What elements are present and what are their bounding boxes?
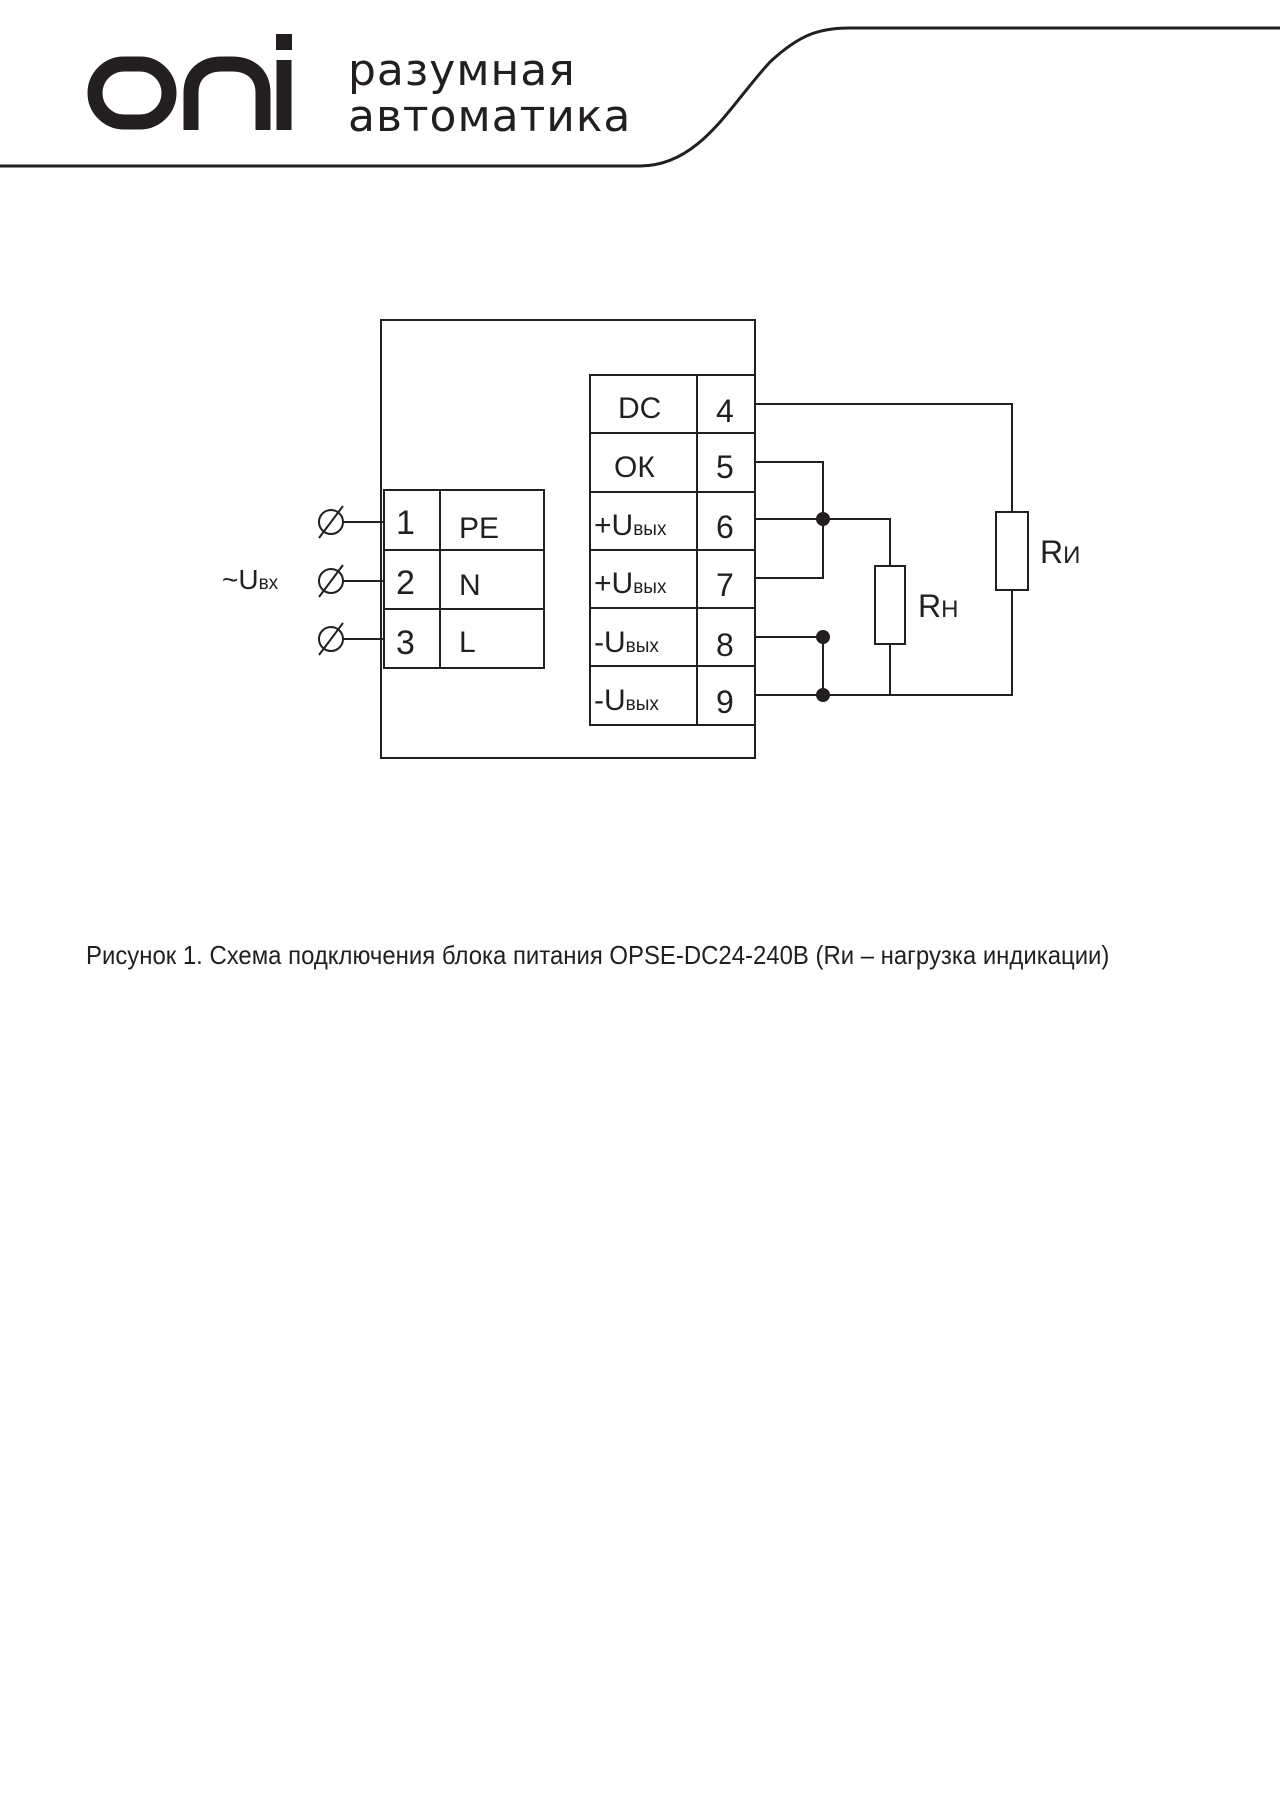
logo-tagline: разумная автоматика [348,48,631,140]
output-terminal-num-7: 7 [716,567,734,603]
input-terminal-symbol-2 [318,568,344,594]
input-terminal-name-2: N [459,569,481,602]
wire-ri-bottom [823,590,1013,696]
tagline-line2: автоматика [348,91,632,142]
header-swoosh-line [0,26,1280,168]
logo-i-dot [276,34,292,50]
output-terminal-num-9: 9 [716,684,734,720]
input-terminal-symbol-1 [318,509,344,535]
device-housing [380,319,756,759]
wiring-diagram-svg: ~Uвх 1 PE 2 N 3 L DC 4 ОК 5 +Uвых 6 +Uвы… [222,319,1080,759]
logo-o-shape [87,56,177,130]
wire-plus-to-rh [755,518,891,566]
figure-caption: Рисунок 1. Схема подключения блока питан… [86,940,1110,970]
logo [87,56,292,130]
input-terminal-symbol-3 [318,626,344,652]
output-terminal-num-6: 6 [716,509,734,545]
resistor-ri [995,511,1029,591]
input-terminal-name-3: L [459,626,476,659]
output-terminal-name-4: DC [618,392,661,425]
output-terminal-num-4: 4 [716,393,734,429]
output-terminal-name-9: -Uвых [594,684,659,717]
output-terminal-name-7: +Uвых [594,567,667,600]
output-terminal-name-8: -Uвых [594,626,659,659]
input-terminal-name-1: PE [459,512,499,545]
output-terminal-name-5: ОК [614,451,655,484]
wiring-diagram: ~Uвх 1 PE 2 N 3 L DC 4 ОК 5 +Uвых 6 +Uвы… [0,300,1280,780]
wire-dc-to-ri [755,403,1013,512]
junction-dot-9 [816,688,830,702]
junction-dot-6 [816,512,830,526]
input-terminal-num-2: 2 [396,564,415,602]
output-terminal-num-8: 8 [716,627,734,663]
input-terminal-block [383,489,545,669]
header: oni разумная автоматика [0,0,1280,180]
resistor-rh-label: RН [918,588,958,624]
wire-minus-8 [755,636,824,695]
resistor-rh [874,565,906,645]
header-graphic: oni [0,0,1280,168]
junction-dot-8 [816,630,830,644]
input-terminal-num-1: 1 [396,504,415,542]
logo-text-hidden: oni [0,0,2,1]
output-terminal-name-6: +Uвых [594,509,667,542]
output-terminal-num-5: 5 [716,449,734,485]
input-voltage-label: ~Uвх [222,564,279,595]
logo-n-shape [183,56,271,130]
tagline-line1: разумная [348,45,576,96]
input-terminal-num-3: 3 [396,624,415,662]
resistor-ri-label: RИ [1040,534,1080,570]
